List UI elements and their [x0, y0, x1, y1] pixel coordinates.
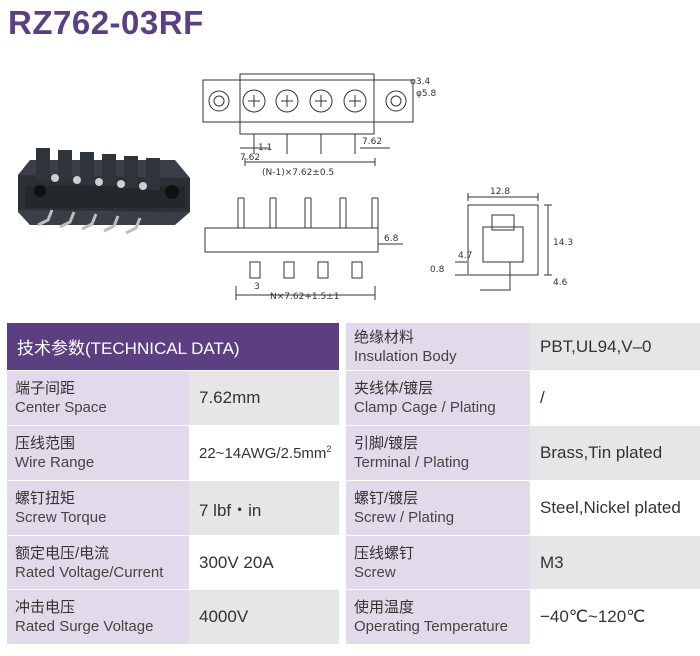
dim-label: 7.62 [240, 153, 260, 163]
technical-drawings: 1.1 7.62 (N-1)×7.62±0.5 7.62 φ3.4 φ5.8 6… [18, 73, 573, 302]
param-label: 额定电压/电流 Rated Voltage/Current [7, 536, 189, 590]
dim-label: 6.8 [384, 234, 399, 244]
param-value: 7.62mm [189, 371, 339, 426]
dim-label: 7.62 [362, 137, 382, 147]
dim-label: 12.8 [490, 187, 510, 197]
product-photo [18, 148, 190, 235]
front-view-drawing [204, 197, 403, 300]
dim-label: (N-1)×7.62±0.5 [262, 168, 334, 178]
dim-label: 4.7 [458, 251, 472, 261]
param-label: 夹线体/镀层 Clamp Cage / Plating [346, 371, 530, 426]
param-label: 引脚/镀层 Terminal / Plating [346, 426, 530, 481]
table-header: 技术参数(TECHNICAL DATA) [7, 323, 339, 371]
param-value: / [530, 371, 700, 426]
param-label: 螺钉/镀层 Screw / Plating [346, 481, 530, 536]
param-label: 压线范围 Wire Range [7, 426, 189, 481]
param-value: Brass,Tin plated [530, 426, 700, 481]
dim-label: 1.1 [258, 143, 272, 153]
param-label: 绝缘材料 Insulation Body [346, 323, 530, 371]
dim-label: 0.8 [430, 265, 445, 275]
top-view-drawing [202, 73, 414, 166]
param-value: Steel,Nickel plated [530, 481, 700, 536]
side-view-drawing [455, 193, 552, 291]
param-label: 压线螺钉 Screw [346, 536, 530, 590]
param-value: 7 lbf・in [189, 481, 339, 536]
param-value: PBT,UL94,V–0 [530, 323, 700, 371]
dim-label: 4.6 [553, 278, 568, 288]
param-value: 300V 20A [189, 536, 339, 590]
param-value: 4000V [189, 590, 339, 645]
param-value: 22~14AWG/2.5mm2 [189, 426, 339, 481]
technical-data-table: 技术参数(TECHNICAL DATA) 绝缘材料 Insulation Bod… [7, 323, 700, 656]
dim-label: 14.3 [553, 238, 573, 248]
dim-label: 3 [254, 282, 260, 292]
param-value: M3 [530, 536, 700, 590]
dim-label: φ3.4 [410, 77, 431, 87]
param-value: −40℃~120℃ [530, 590, 700, 645]
param-label: 冲击电压 Rated Surge Voltage [7, 590, 189, 645]
dim-label: φ5.8 [416, 89, 437, 99]
param-label: 端子间距 Center Space [7, 371, 189, 426]
param-label: 螺钉扭矩 Screw Torque [7, 481, 189, 536]
dim-label: N×7.62+1.5±1 [270, 292, 339, 302]
param-label: 使用温度 Operating Temperature [346, 590, 530, 645]
product-title: RZ762-03RF [8, 4, 204, 41]
